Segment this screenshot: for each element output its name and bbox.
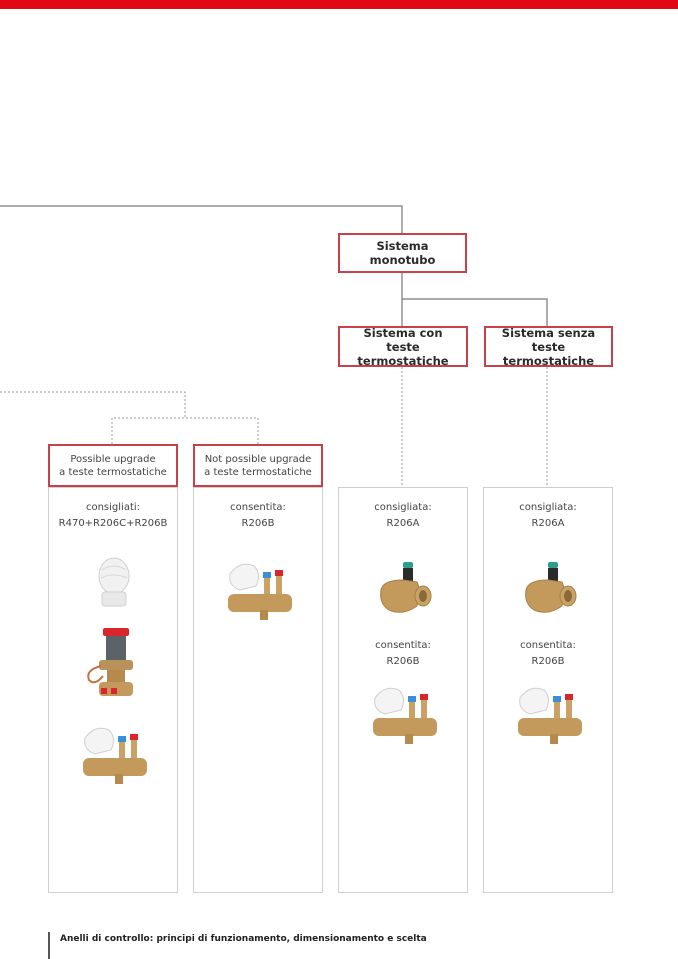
allowed-label: consentita:	[520, 640, 576, 651]
recommendation-label: consigliati:	[85, 502, 141, 513]
product-code: R206A	[531, 518, 565, 529]
brand-top-bar	[0, 0, 678, 9]
product-code: R470+R206C+R206B	[58, 518, 168, 529]
footer-divider	[48, 932, 50, 959]
product-code: R206B	[531, 656, 565, 667]
recommendation-label: consigliata:	[519, 502, 577, 513]
panel-con-teste: consigliata: R206A consentita: R206B	[338, 487, 468, 893]
node-sistema-senza-teste: Sistema senza teste termostatiche	[484, 326, 613, 368]
product-code: R206A	[386, 518, 420, 529]
node-sistema-con-teste: Sistema con teste termostatiche	[338, 326, 468, 368]
connector-upgrade-split	[111, 417, 259, 444]
connector-root-to-monotubo	[0, 205, 403, 233]
node-not-possible-upgrade: Not possible upgrade a teste termostatic…	[193, 444, 323, 487]
differential-pressure-valve-icon	[87, 628, 133, 696]
connector-to-senza	[402, 298, 548, 326]
allowed-label: consentita:	[375, 640, 431, 651]
balancing-valve-icon	[228, 563, 292, 620]
balancing-valve-icon	[373, 687, 437, 744]
recommendation-label: consigliata:	[374, 502, 432, 513]
panel-senza-teste: consigliata: R206A consentita: R206B	[483, 487, 613, 893]
footer-title: Anelli di controllo: principi di funzion…	[60, 934, 427, 944]
thermostatic-head-icon	[98, 557, 130, 607]
node-sistema-monotubo: Sistema monotubo	[338, 233, 467, 273]
product-code: R206B	[386, 656, 420, 667]
product-code: R206B	[241, 518, 275, 529]
panel-not-possible-upgrade: consentita: R206B	[193, 487, 323, 893]
panel-possible-upgrade: consigliati: R470+R206C+R206B	[48, 487, 178, 893]
brass-valve-icon	[525, 562, 577, 613]
node-possible-upgrade: Possible upgrade a teste termostatiche	[48, 444, 178, 487]
recommendation-label: consentita:	[230, 502, 286, 513]
balancing-valve-icon	[518, 687, 582, 744]
connector-left-dotted	[0, 391, 186, 418]
balancing-valve-icon	[83, 727, 147, 784]
brass-valve-icon	[380, 562, 432, 613]
